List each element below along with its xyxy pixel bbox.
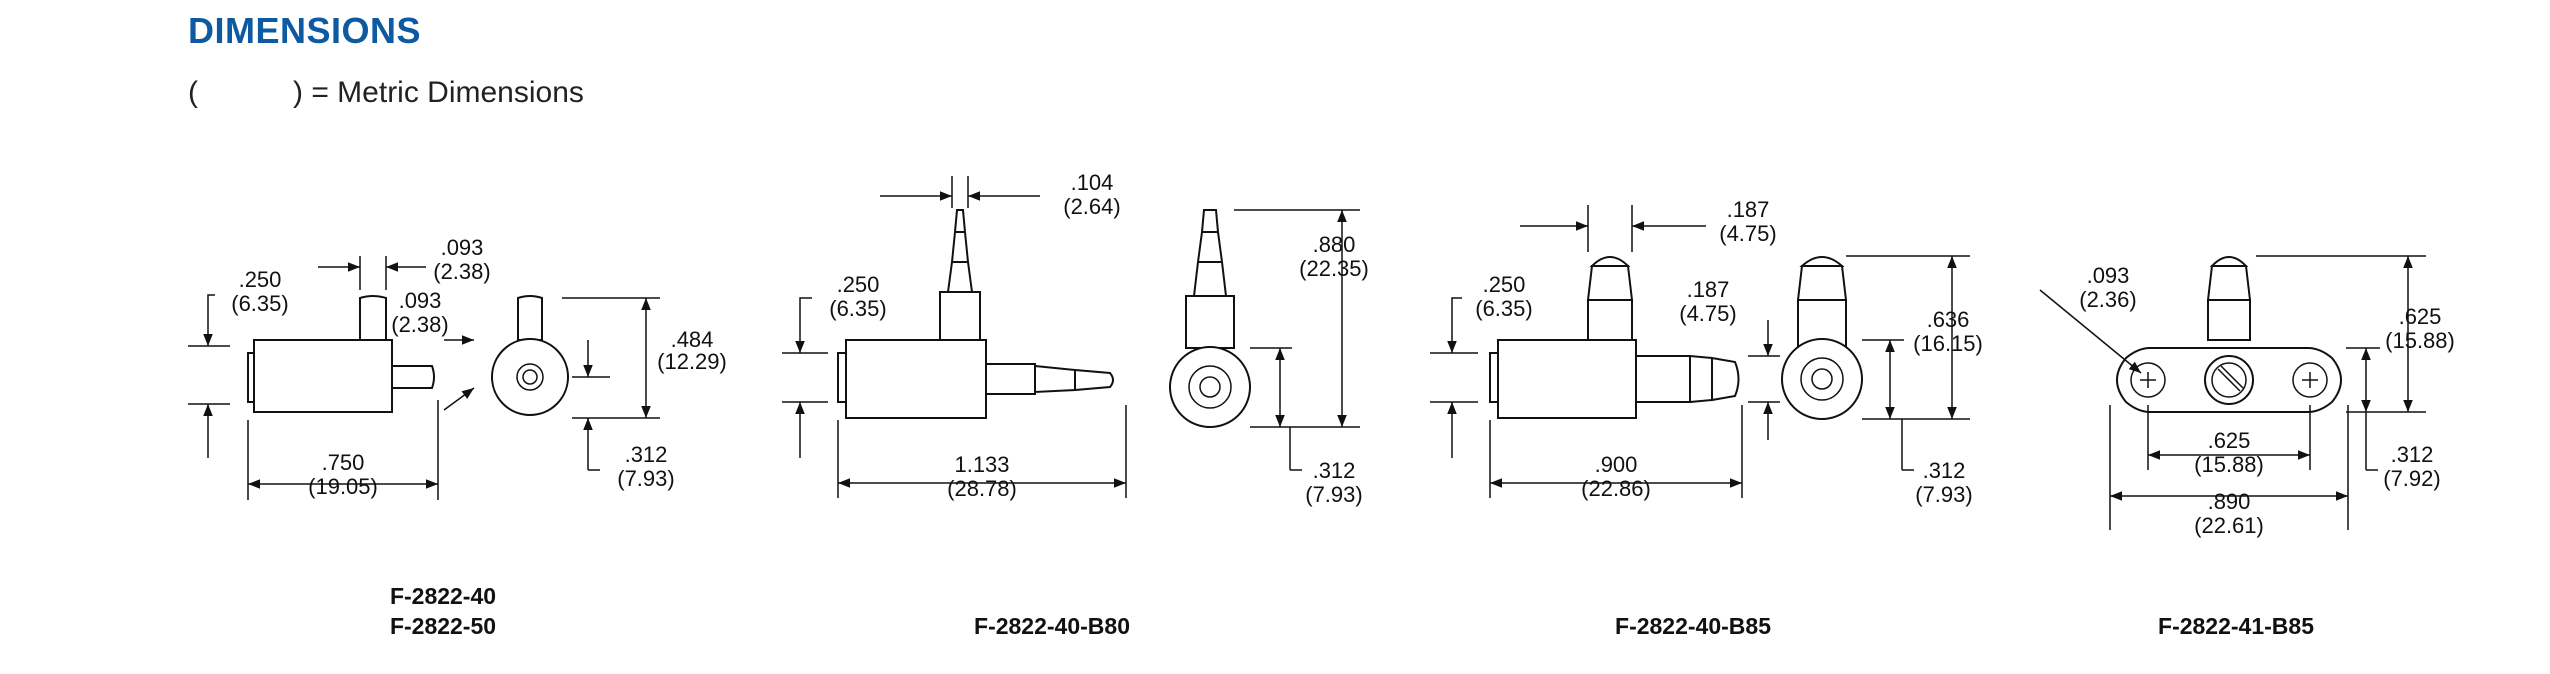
dimension-lines: [782, 176, 1360, 498]
legend-text: ) = Metric Dimensions: [293, 76, 584, 109]
metric-legend: ( ) = Metric Dimensions: [188, 76, 584, 110]
dim-center: .312(7.93): [1305, 458, 1362, 507]
dimension-labels: .250(6.35) .093(2.38) .093(2.38) .484(12…: [231, 235, 727, 499]
section-title: DIMENSIONS: [188, 10, 422, 51]
dimension-labels: .104(2.64) .250(6.35) 1.133(28.78) .880(…: [829, 170, 1369, 507]
top-view: [2116, 256, 2342, 413]
dim-overall-height: .625(15.88): [2385, 304, 2455, 353]
dim-side-barb: .187(4.75): [1679, 277, 1736, 326]
part-label: F-2822-40-B85: [1615, 613, 1771, 639]
dim-overall-height: .636(16.15): [1913, 307, 1983, 356]
part-f2822-40-b85-drawing: .187(4.75) .250(6.35) .187(4.75) .900(22…: [1430, 197, 1983, 639]
dim-center: .312(7.92): [2383, 442, 2440, 491]
dim-height: .250(6.35): [231, 267, 288, 316]
dim-length: .750(19.05): [308, 450, 378, 499]
dim-length: 1.133(28.78): [947, 452, 1017, 501]
dimension-labels: .187(4.75) .250(6.35) .187(4.75) .900(22…: [1475, 197, 1983, 507]
dim-overall-length: .890(22.61): [2194, 489, 2264, 538]
part-f2822-40-b80-drawing: .104(2.64) .250(6.35) 1.133(28.78) .880(…: [782, 170, 1369, 639]
side-view: [837, 209, 1114, 419]
part-f2822-40-drawing: .250(6.35) .093(2.38) .093(2.38) .484(12…: [188, 235, 727, 639]
dim-barb-width: .187(4.75): [1719, 197, 1776, 246]
part-label: F-2822-41-B85: [2158, 613, 2314, 639]
legend-open-paren: (: [188, 76, 198, 109]
dim-center: .312(7.93): [617, 442, 674, 491]
part-label: F-2822-40-B80: [974, 613, 1130, 639]
dimension-lines: [1430, 205, 1970, 498]
end-view: [491, 295, 569, 416]
dim-length: .900(22.86): [1581, 452, 1651, 501]
dim-barb-width: .104(2.64): [1063, 170, 1120, 219]
side-view: [247, 295, 435, 413]
end-view: [1169, 209, 1251, 428]
dimension-lines: [2039, 255, 2426, 530]
dimension-lines: [188, 256, 660, 500]
dim-height: .250(6.35): [1475, 272, 1532, 321]
dim-hole-dia: .093(2.36): [2079, 263, 2136, 312]
dim-center: .312(7.93): [1915, 458, 1972, 507]
dim-overall-height: .484(12.29): [657, 327, 727, 374]
dim-height: .250(6.35): [829, 272, 886, 321]
end-view: [1781, 256, 1863, 420]
dim-hole-spacing: .625(15.88): [2194, 428, 2264, 477]
dimension-labels: .093(2.36) .625(15.88) .312(7.92) .625(1…: [2079, 263, 2455, 538]
dim-nozzle-dia: .093(2.38): [391, 288, 448, 337]
dim-nozzle-gap: .093(2.38): [433, 235, 490, 284]
dim-overall-height: .880(22.35): [1299, 232, 1369, 281]
side-view: [1489, 256, 1740, 419]
part-f2822-41-b85-drawing: .093(2.36) .625(15.88) .312(7.92) .625(1…: [2039, 255, 2455, 639]
